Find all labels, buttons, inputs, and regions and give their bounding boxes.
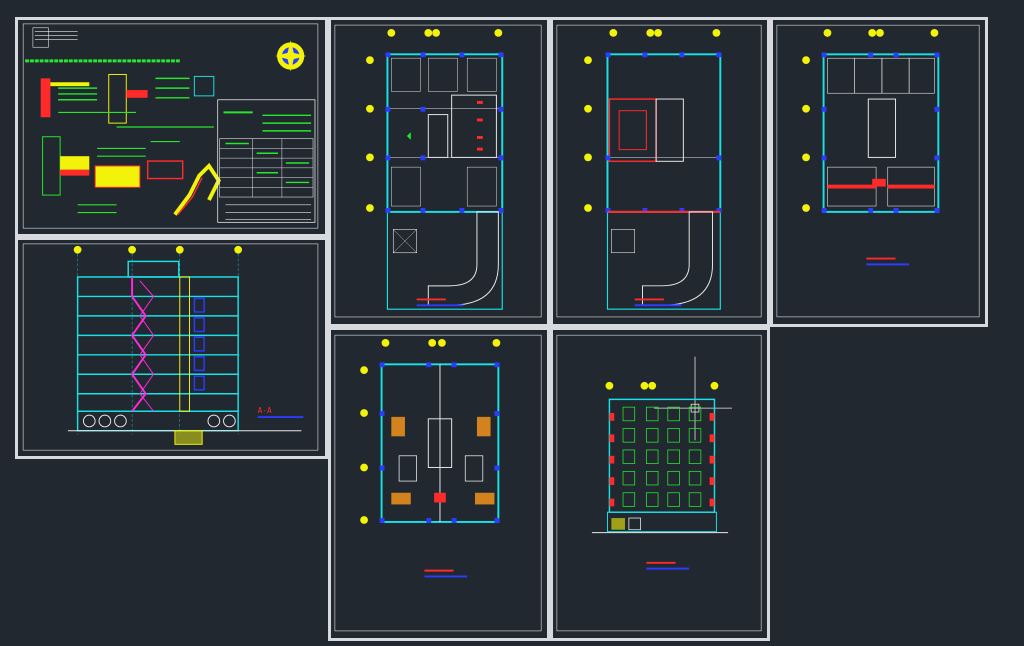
red-walls	[827, 178, 935, 189]
details-drawing	[22, 23, 319, 229]
front-elevation-sheet[interactable]	[550, 327, 770, 641]
ramp	[642, 211, 714, 306]
north-mark	[406, 132, 411, 140]
title-block-lines	[32, 27, 78, 48]
building-section	[67, 260, 302, 445]
grid-bubbles	[802, 29, 939, 212]
crosshair-cursor	[654, 356, 732, 441]
red-dimension-marks	[476, 100, 483, 151]
columns	[821, 52, 940, 213]
elevation-windows	[622, 406, 702, 507]
ground-plan-drawing	[334, 24, 542, 318]
section-title: A-A	[257, 406, 304, 419]
typical-plan-drawing	[776, 24, 980, 318]
columns	[605, 52, 722, 213]
columns	[385, 52, 504, 213]
section-drawing: A-A	[22, 243, 319, 451]
elevation-drawing	[556, 334, 762, 632]
red-balconies	[609, 412, 715, 507]
furniture	[391, 416, 495, 505]
typical-floor-plan-sheet[interactable]	[770, 17, 988, 327]
grid-bubbles	[73, 245, 243, 435]
section-title-text: A-A	[258, 406, 272, 415]
ramp	[427, 211, 499, 306]
mezzanine-plan-drawing	[556, 24, 762, 318]
apartment-plan-drawing	[334, 334, 542, 632]
parking-bays	[391, 57, 497, 207]
grid-bubbles	[605, 381, 719, 390]
section-sheet[interactable]: A-A	[15, 237, 328, 459]
wall-detail-drawings	[40, 73, 221, 216]
compass-icon	[275, 40, 307, 72]
grid-bubbles	[366, 28, 503, 212]
ground-floor-plan-sheet[interactable]	[328, 17, 550, 327]
schedule-table	[217, 99, 316, 223]
mezzanine-floor-plan-sheet[interactable]	[550, 17, 770, 327]
columns	[379, 362, 500, 523]
grid-bubbles	[584, 29, 721, 212]
details-sheet[interactable]	[15, 17, 328, 237]
grid-bubbles	[360, 339, 501, 524]
apartment-floor-plan-sheet[interactable]	[328, 327, 550, 641]
